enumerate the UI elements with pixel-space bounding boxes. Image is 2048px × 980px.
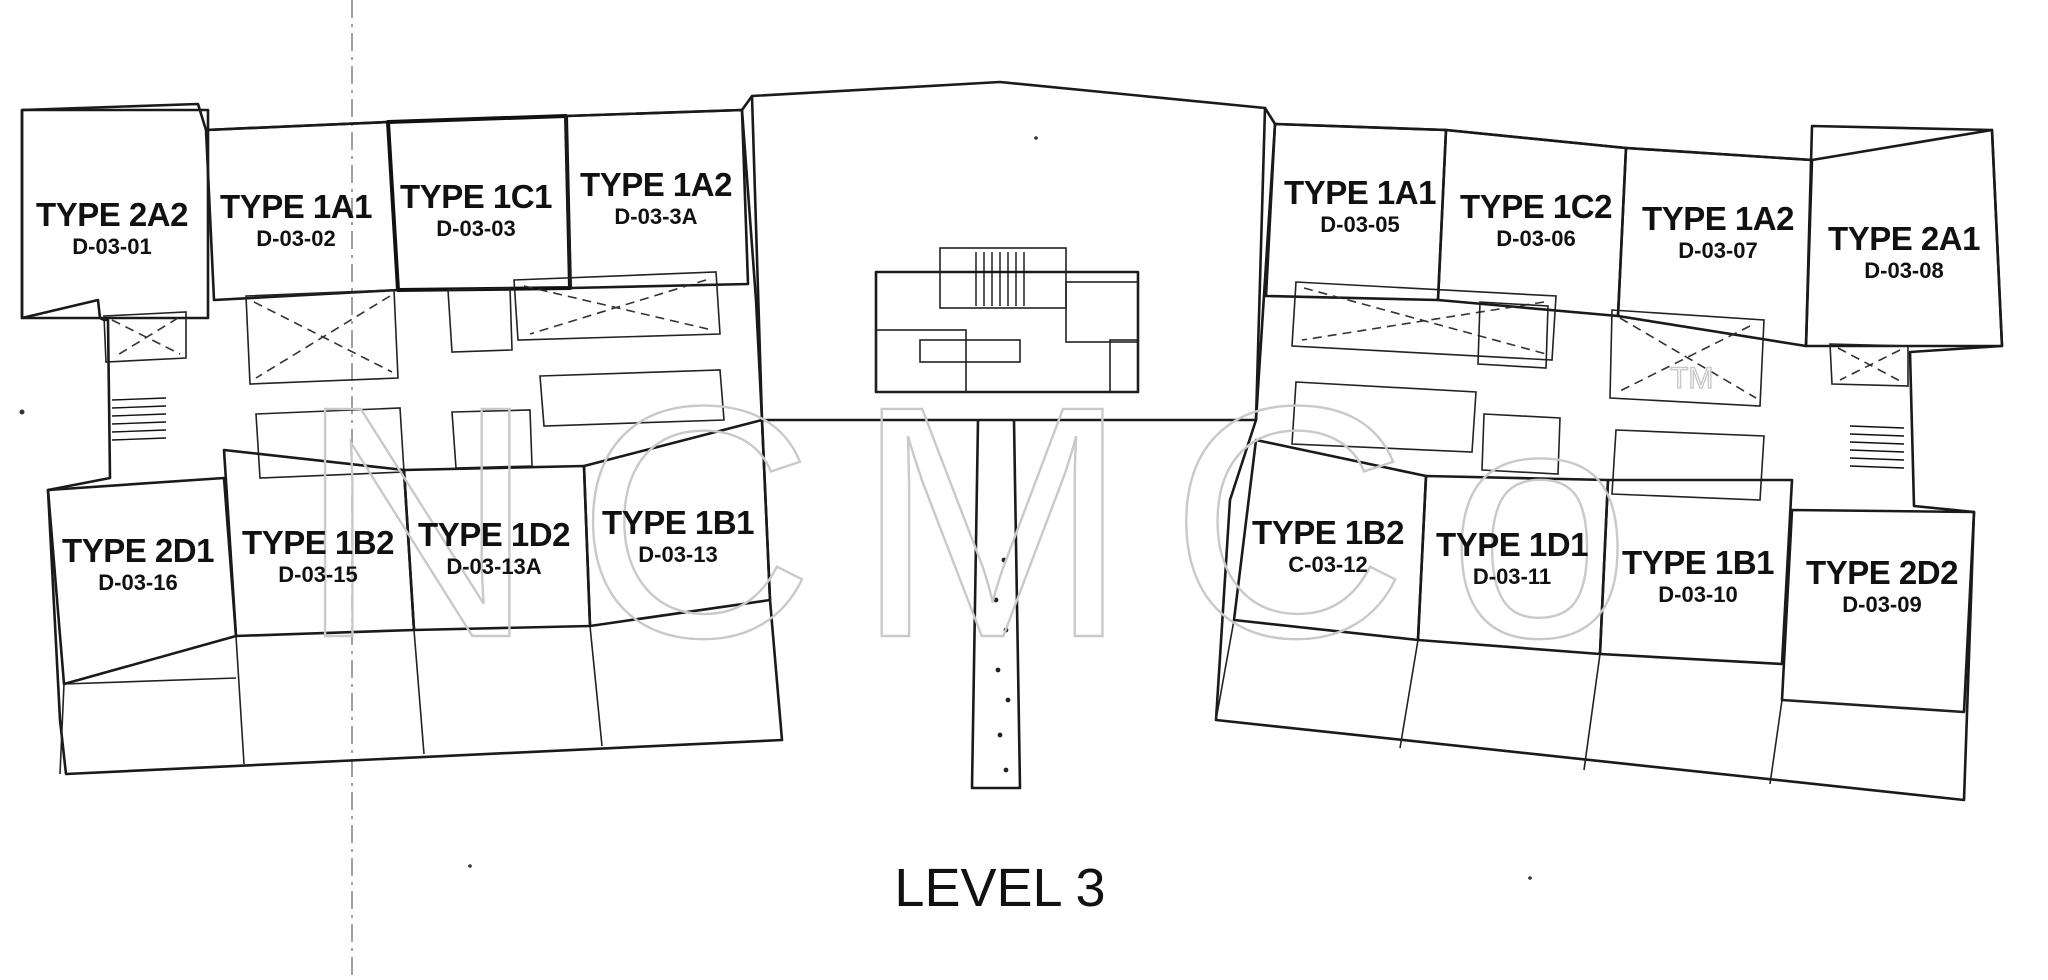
unit-number: C-03-12 [1288, 552, 1367, 577]
central-bridge [970, 419, 1022, 790]
central-core [874, 247, 1140, 394]
unit-type: TYPE 2D2 [1806, 554, 1958, 591]
unit-type: TYPE 1A1 [1284, 174, 1436, 211]
unit-number: D-03-10 [1658, 582, 1737, 607]
watermark-text: NCMCo [298, 337, 1671, 706]
unit-number: D-03-15 [278, 562, 357, 587]
unit-label-d-03-3a: TYPE 1A2 D-03-3A [580, 166, 733, 229]
unit-type: TYPE 1B2 [1252, 514, 1404, 551]
unit-label-d-03-05: TYPE 1A1 D-03-05 [1284, 174, 1437, 237]
unit-label-d-03-08: TYPE 2A1 D-03-08 [1828, 220, 1981, 283]
unit-label-d-03-11: TYPE 1D1 D-03-11 [1436, 526, 1589, 589]
unit-number: D-03-01 [72, 234, 151, 259]
unit-type: TYPE 1C1 [400, 178, 552, 215]
unit-label-d-03-03: TYPE 1C1 D-03-03 [400, 178, 553, 241]
unit-type: TYPE 1B1 [602, 504, 754, 541]
unit-label-d-03-16: TYPE 2D1 D-03-16 [62, 532, 215, 595]
unit-label-c-03-12: TYPE 1B2 C-03-12 [1252, 514, 1405, 577]
unit-label-d-03-02: TYPE 1A1 D-03-02 [220, 188, 373, 251]
unit-number: D-03-11 [1473, 564, 1551, 589]
unit-type: TYPE 2A1 [1828, 220, 1980, 257]
unit-number: D-03-13 [638, 542, 717, 567]
unit-type: TYPE 1D2 [418, 516, 570, 553]
unit-type: TYPE 1A1 [220, 188, 372, 225]
unit-number: D-03-09 [1842, 592, 1921, 617]
unit-label-d-03-06: TYPE 1C2 D-03-06 [1460, 188, 1613, 251]
unit-type: TYPE 1D1 [1436, 526, 1588, 563]
unit-number: D-03-06 [1496, 226, 1575, 251]
right-wing [1214, 122, 2004, 802]
unit-label-d-03-15: TYPE 1B2 D-03-15 [242, 524, 395, 587]
unit-outline [20, 108, 210, 320]
unit-type: TYPE 1A2 [1642, 200, 1794, 237]
unit-label-d-03-09: TYPE 2D2 D-03-09 [1806, 554, 1959, 617]
unit-type: TYPE 1B2 [242, 524, 394, 561]
unit-number: D-03-05 [1320, 212, 1399, 237]
left-wing [20, 102, 784, 776]
unit-label-d-03-07: TYPE 1A2 D-03-07 [1642, 200, 1795, 263]
unit-type: TYPE 1C2 [1460, 188, 1612, 225]
unit-type: TYPE 1B1 [1622, 544, 1774, 581]
unit-label-d-03-10: TYPE 1B1 D-03-10 [1622, 544, 1775, 607]
unit-number: D-03-16 [98, 570, 177, 595]
unit-type: TYPE 2A2 [36, 196, 188, 233]
unit-type: TYPE 2D1 [62, 532, 214, 569]
unit-number: D-03-08 [1864, 258, 1943, 283]
watermark-tm: TM [1670, 362, 1713, 395]
level-label: LEVEL 3 [894, 858, 1105, 918]
unit-label-d-03-13: TYPE 1B1 D-03-13 [602, 504, 755, 567]
unit-label-d-03-13a: TYPE 1D2 D-03-13A [418, 516, 571, 579]
unit-number: D-03-03 [436, 216, 515, 241]
unit-number: D-03-13A [446, 554, 541, 579]
unit-number: D-03-3A [614, 204, 697, 229]
unit-number: D-03-07 [1678, 238, 1757, 263]
unit-type: TYPE 1A2 [580, 166, 732, 203]
unit-number: D-03-02 [256, 226, 335, 251]
watermark: NCMCo TM [297, 336, 1714, 707]
unit-label-d-03-01: TYPE 2A2 D-03-01 [36, 196, 189, 259]
